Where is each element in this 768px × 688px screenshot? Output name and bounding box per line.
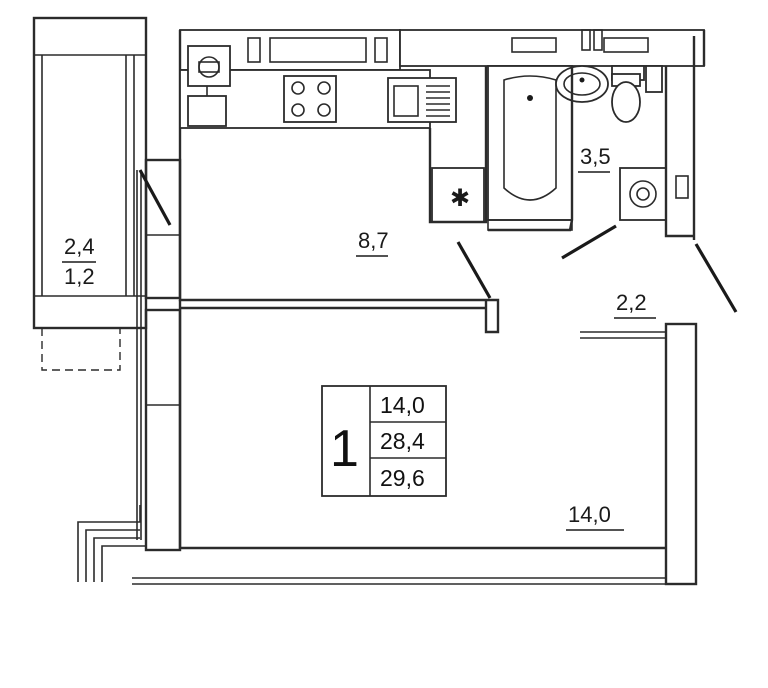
summary-total-area-with-balcony: 29,6 <box>380 465 425 491</box>
toilet-icon <box>611 73 641 123</box>
svg-text:2,2: 2,2 <box>616 290 647 315</box>
summary-living-area: 14,0 <box>380 392 425 418</box>
kitchen-door <box>456 241 492 299</box>
svg-text:3,5: 3,5 <box>580 144 611 169</box>
svg-text:2,4: 2,4 <box>64 234 95 259</box>
bathroom-door <box>561 224 617 260</box>
right-walls <box>580 30 706 586</box>
washing-machine-icon <box>619 167 667 221</box>
svg-text:8,7: 8,7 <box>358 228 389 253</box>
bathroom <box>428 65 738 313</box>
balcony <box>32 16 148 371</box>
left-wall-windows <box>136 158 182 552</box>
summary-total-area: 28,4 <box>380 428 425 454</box>
living-area-label: 14,0 <box>566 502 624 531</box>
svg-text:14,0: 14,0 <box>568 502 611 527</box>
balcony-door <box>138 169 172 226</box>
fridge <box>187 45 231 87</box>
top-wall <box>179 29 705 71</box>
balcony-extension-outline <box>41 328 121 371</box>
hall-area-label: 2,2 <box>614 290 656 319</box>
kitchen-area-label: 8,7 <box>356 228 389 257</box>
living-room <box>178 300 666 550</box>
bathroom-area-label: 3,5 <box>578 144 611 173</box>
washbasin-icon <box>555 65 609 103</box>
rooms-count: 1 <box>330 420 359 478</box>
bottom-left-walls <box>77 505 665 585</box>
balcony-area-label: 2,4 1,2 <box>62 234 96 289</box>
ventilation-icon <box>431 167 485 223</box>
kitchen: ✱ <box>178 30 500 334</box>
area-summary-table: 1 14,0 28,4 29,6 <box>321 385 447 497</box>
entrance-door <box>694 243 738 313</box>
svg-text:1,2: 1,2 <box>64 264 95 289</box>
ventilation-symbol: ✱ <box>450 185 470 212</box>
